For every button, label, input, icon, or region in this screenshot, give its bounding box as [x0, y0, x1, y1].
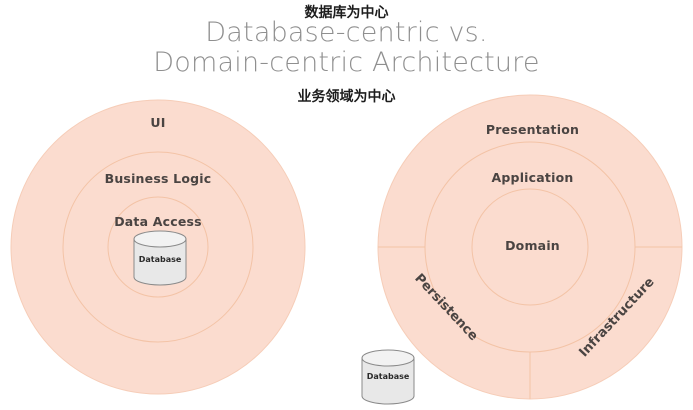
ring-business-logic [62, 151, 254, 343]
cylinder-top [133, 230, 187, 248]
database-label-bottom: Database [366, 372, 410, 381]
label-application: Application [491, 170, 574, 185]
cylinder-top [361, 349, 415, 367]
annotation-database-centric: 数据库为中心 [304, 5, 389, 21]
label-ui: UI [150, 115, 166, 130]
annotation-domain-centric: 业务领域为中心 [297, 89, 396, 105]
cylinder-body [133, 238, 187, 286]
database-cylinder-left [133, 230, 187, 286]
label-business-logic: Business Logic [104, 171, 212, 186]
label-presentation: Presentation [485, 122, 580, 137]
label-data-access: Data Access [114, 214, 202, 229]
ring-domain [471, 188, 589, 306]
domain-centric-diagram [377, 94, 683, 400]
database-label-left: Database [138, 255, 182, 264]
cylinder-body [361, 357, 415, 405]
ring-data-access [107, 196, 209, 298]
database-cylinder-bottom [361, 349, 415, 405]
label-domain: Domain [505, 238, 560, 253]
